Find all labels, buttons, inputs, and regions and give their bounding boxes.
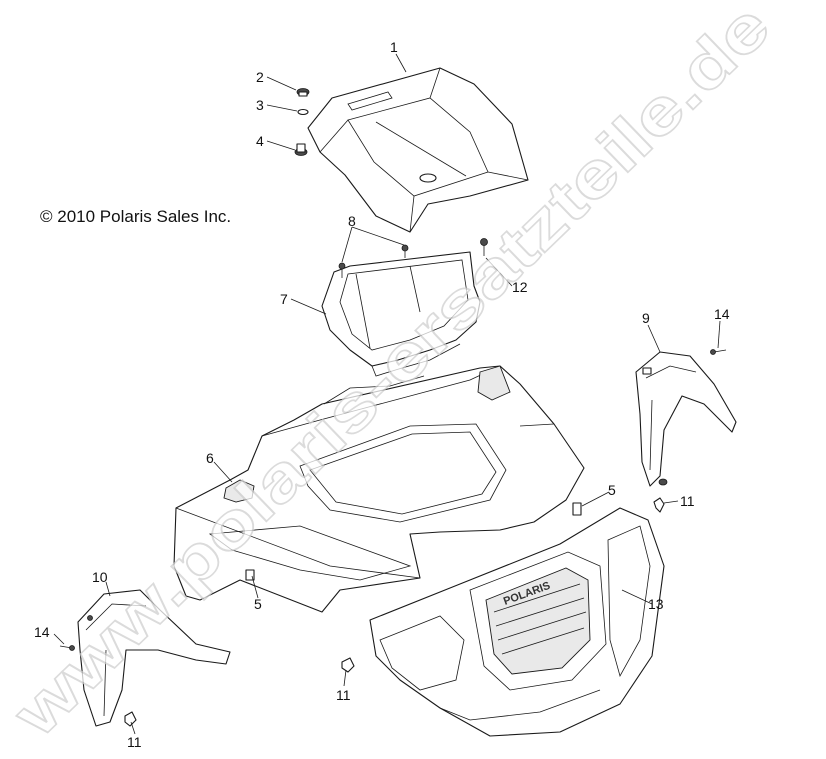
copyright-notice: © 2010 Polaris Sales Inc. <box>40 207 232 226</box>
part-3-washer <box>297 108 309 116</box>
leader-lines <box>53 53 721 735</box>
callout-14-right: 14 <box>714 306 730 322</box>
part-4-grommet <box>294 143 308 156</box>
callout-13: 13 <box>648 596 664 612</box>
part-13-front-bumper: POLARIS <box>369 507 665 737</box>
callout-5-right: 5 <box>608 482 616 498</box>
part-7-storage-tub <box>321 251 481 377</box>
callout-3: 3 <box>256 97 264 113</box>
callout-11-right: 11 <box>680 493 695 509</box>
callout-11-bottom: 11 <box>336 687 351 703</box>
part-14-pin-right <box>710 349 727 355</box>
part-14-pin-left <box>59 645 75 651</box>
part-5-clip-right <box>572 502 582 516</box>
part-8-screws <box>338 244 409 278</box>
part-11-fastener-right <box>653 478 668 513</box>
callout-12: 12 <box>512 279 528 295</box>
callout-11-left: 11 <box>127 734 142 750</box>
part-6-front-body <box>173 365 585 613</box>
part-2-knob <box>296 88 310 97</box>
callout-5-bottom: 5 <box>254 596 262 612</box>
part-1-hood-lid <box>307 67 529 233</box>
callout-4: 4 <box>256 133 264 149</box>
part-10-left-fender <box>77 589 231 727</box>
callout-6: 6 <box>206 450 214 466</box>
part-11-fastener-left <box>124 711 137 727</box>
callout-1: 1 <box>390 39 398 55</box>
part-12-screw <box>480 238 488 256</box>
callout-8: 8 <box>348 213 356 229</box>
part-11-fastener-bottom <box>341 657 355 673</box>
part-9-right-fender <box>635 351 737 487</box>
callout-9: 9 <box>642 310 650 326</box>
callout-14-left: 14 <box>34 624 50 640</box>
callout-2: 2 <box>256 69 264 85</box>
callout-7: 7 <box>280 291 288 307</box>
callout-10: 10 <box>92 569 108 585</box>
